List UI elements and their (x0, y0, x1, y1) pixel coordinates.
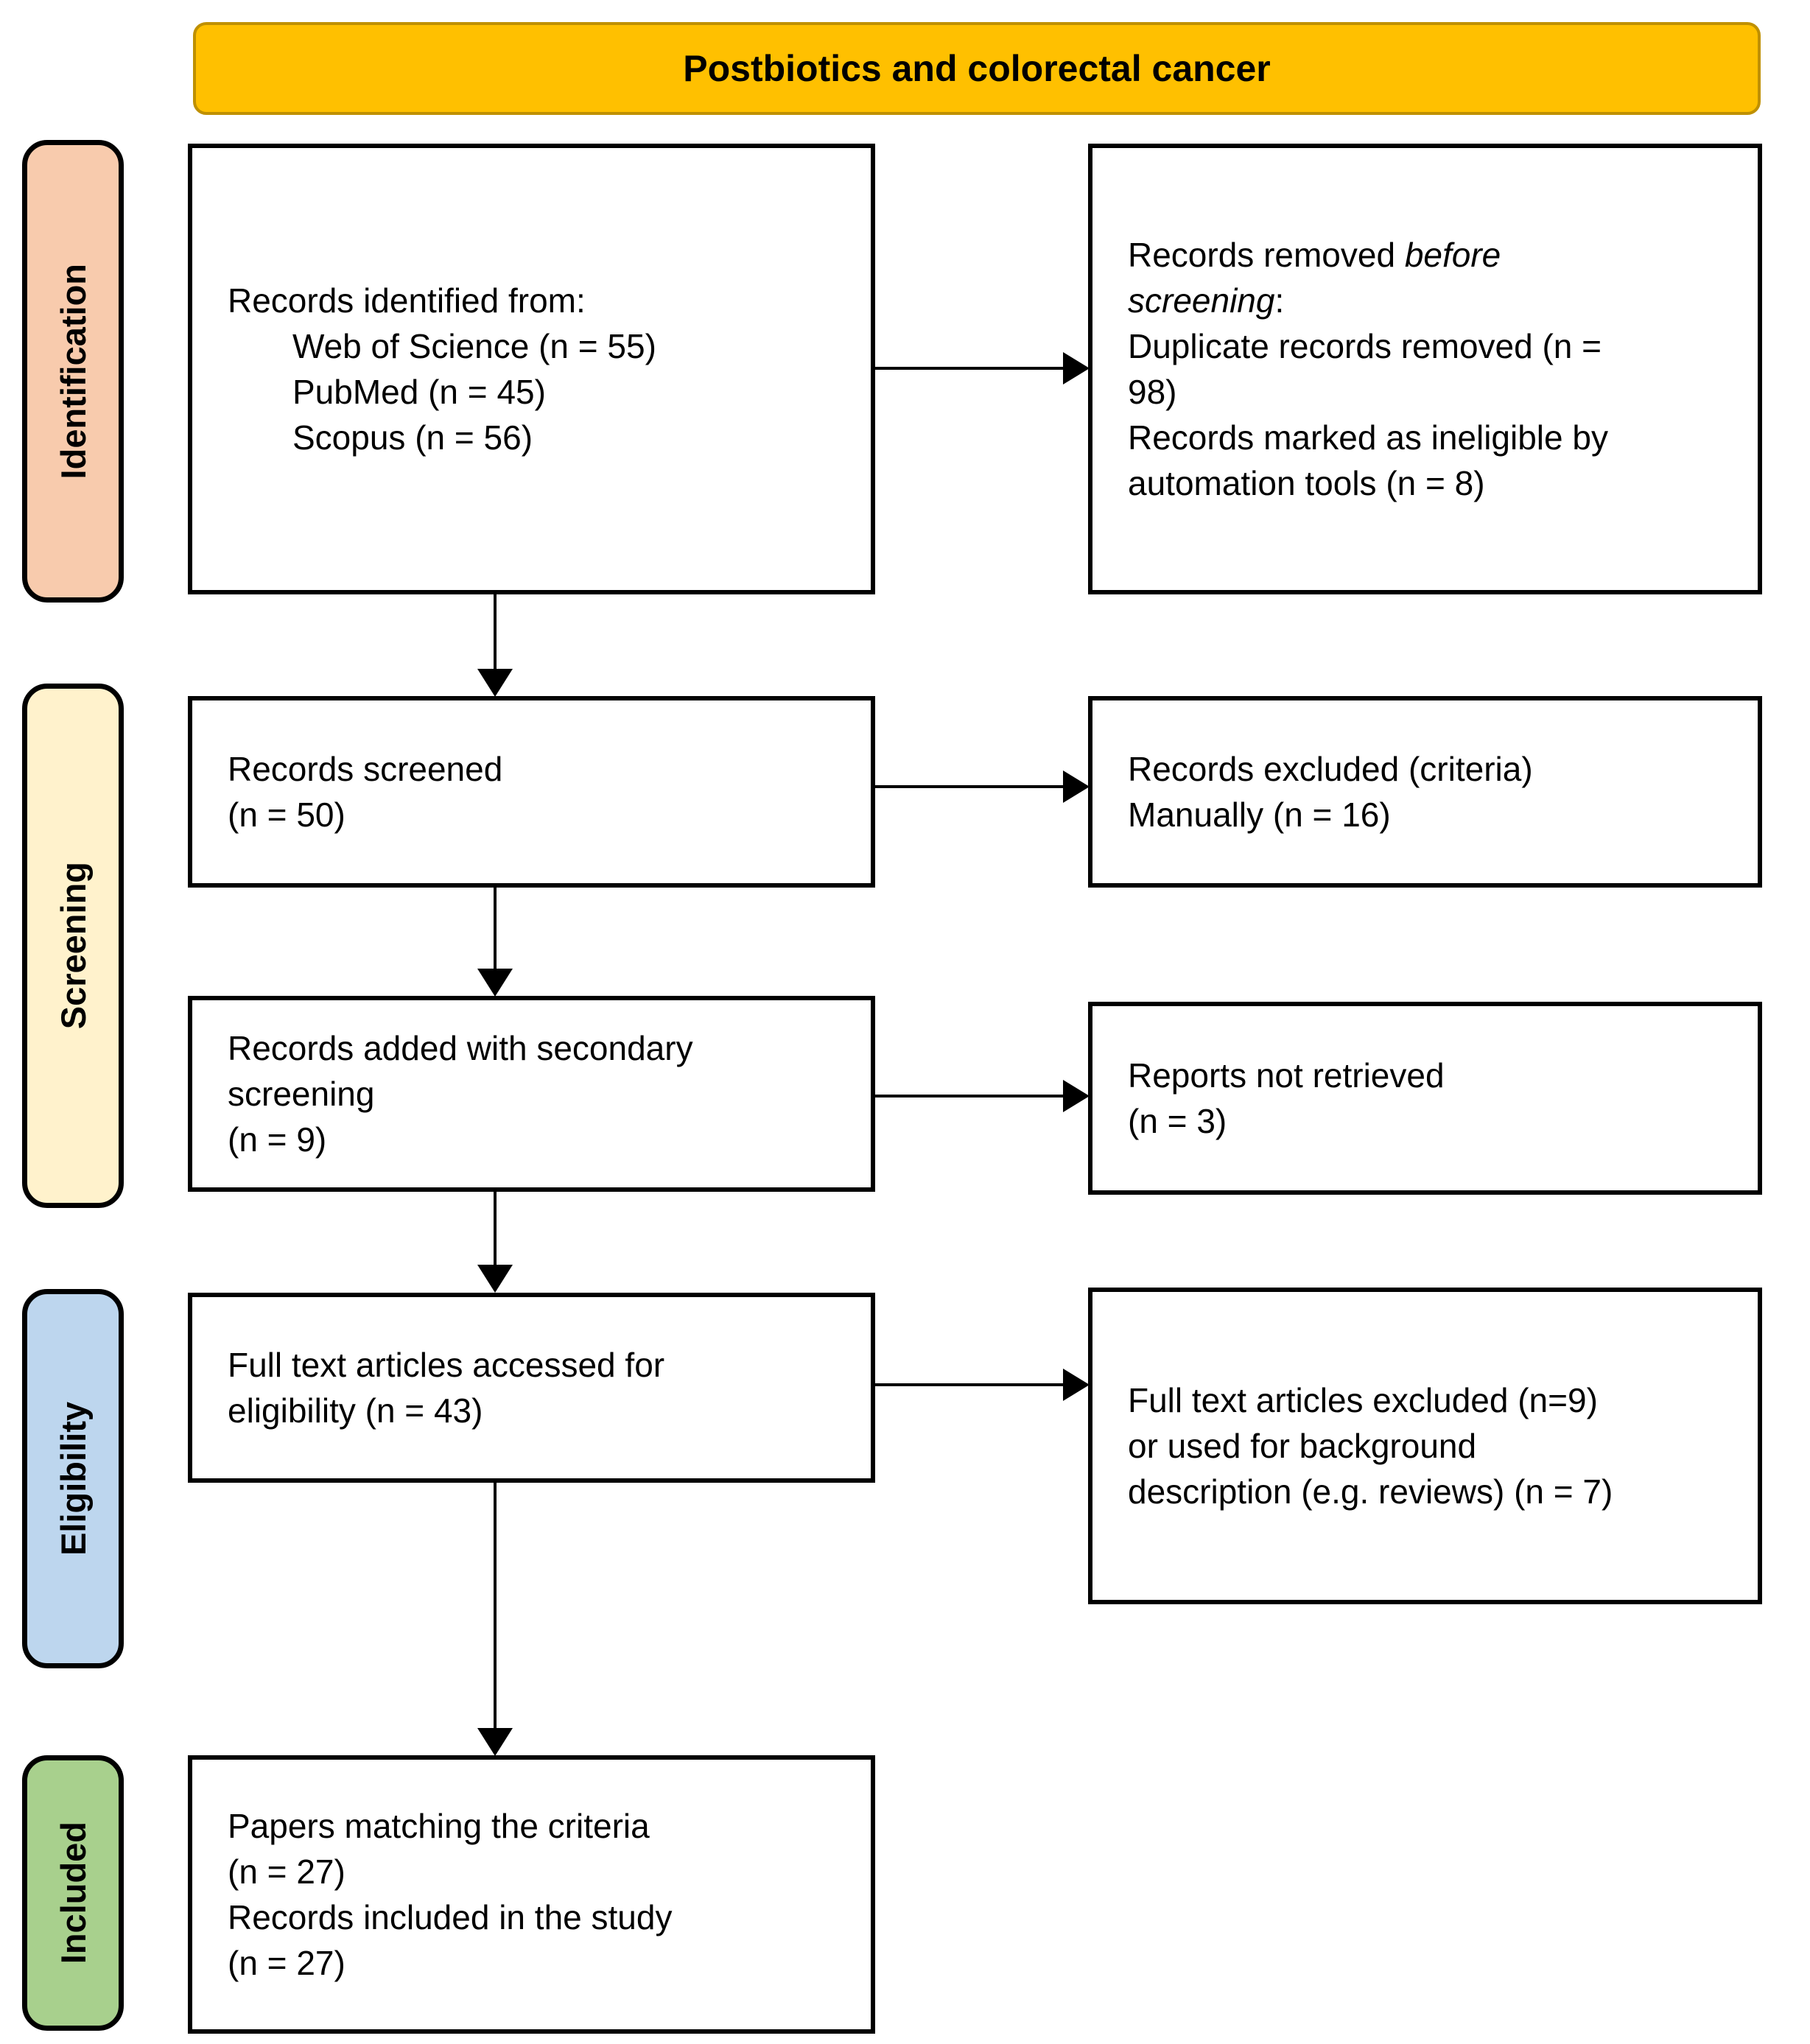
arrow-fulltext-to-included-line (494, 1483, 497, 1729)
records-identified-intro: Records identified from: (228, 281, 586, 320)
stage-screening: Screening (22, 684, 124, 1208)
box-records-identified: Records identified from: Web of Science … (188, 144, 875, 594)
records-removed-italic: before screening (1128, 235, 1501, 320)
arrow-screened-to-secondary-line (494, 888, 497, 970)
arrow-fulltext-to-excluded-line (874, 1383, 1064, 1386)
records-excluded-text: Records excluded (criteria) (1128, 749, 1533, 788)
box-records-excluded: Records excluded (criteria) Manually (n … (1088, 696, 1762, 888)
box-records-screened: Records screened (n = 50) (188, 696, 875, 888)
stage-included: Included (22, 1755, 124, 2031)
stage-eligibility: Eligibility (22, 1289, 124, 1668)
records-included-count: (n = 27) (228, 1944, 345, 1983)
secondary-screening-text: Records added with secondary screening (228, 1028, 693, 1113)
arrow-identified-to-removed-line (874, 367, 1064, 370)
reports-not-retrieved-text: Reports not retrieved (1128, 1056, 1445, 1095)
arrow-fulltext-to-excluded-head (1063, 1369, 1090, 1401)
arrow-secondary-to-fulltext-line (494, 1192, 497, 1265)
arrow-identified-to-screened-head (477, 669, 513, 697)
arrow-identified-to-removed-head (1063, 352, 1090, 384)
source-web-of-science: Web of Science (n = 55) (292, 326, 656, 365)
records-excluded-count: Manually (n = 16) (1128, 796, 1391, 834)
records-screened-text: Records screened (228, 749, 503, 788)
arrow-screened-to-secondary-head (477, 969, 513, 997)
stage-screening-label: Screening (53, 862, 93, 1030)
arrow-identified-to-screened-line (494, 594, 497, 670)
records-included-text: Records included in the study (228, 1898, 673, 1936)
box-secondary-screening: Records added with secondary screening (… (188, 996, 875, 1192)
records-removed-suffix: : (1274, 281, 1285, 320)
papers-matching-text: Papers matching the criteria (228, 1806, 650, 1845)
arrow-screened-to-excluded-line (874, 785, 1064, 788)
full-text-assessed-text: Full text articles accessed for eligibil… (228, 1345, 665, 1430)
stage-identification: Identification (22, 140, 124, 603)
secondary-screening-count: (n = 9) (228, 1120, 327, 1159)
stage-identification-label: Identification (53, 263, 93, 480)
arrow-secondary-to-notretrieved-line (874, 1095, 1064, 1097)
title-banner: Postbiotics and colorectal cancer (193, 22, 1761, 115)
stage-eligibility-label: Eligibility (53, 1402, 93, 1556)
arrow-secondary-to-notretrieved-head (1063, 1080, 1090, 1112)
source-scopus: Scopus (n = 56) (292, 418, 533, 457)
records-removed-heading: Records removed before screening: (1128, 232, 1636, 323)
arrow-secondary-to-fulltext-head (477, 1265, 513, 1293)
stage-included-label: Included (53, 1822, 93, 1964)
box-included-records: Papers matching the criteria (n = 27) Re… (188, 1755, 875, 2034)
reports-not-retrieved-count: (n = 3) (1128, 1102, 1227, 1140)
box-full-text-assessed: Full text articles accessed for eligibil… (188, 1293, 875, 1483)
arrow-fulltext-to-included-head (477, 1728, 513, 1756)
records-screened-count: (n = 50) (228, 796, 345, 834)
records-removed-prefix: Records removed (1128, 235, 1405, 274)
full-text-excluded-text: Full text articles excluded (n=9) or use… (1128, 1380, 1613, 1511)
diagram-title: Postbiotics and colorectal cancer (683, 48, 1271, 89)
duplicates-removed: Duplicate records removed (n = 98) (1128, 326, 1602, 411)
box-reports-not-retrieved: Reports not retrieved (n = 3) (1088, 1002, 1762, 1195)
ineligible-by-automation: Records marked as ineligible by automati… (1128, 418, 1608, 503)
arrow-screened-to-excluded-head (1063, 770, 1090, 803)
source-pubmed: PubMed (n = 45) (292, 373, 546, 411)
papers-matching-count: (n = 27) (228, 1852, 345, 1891)
box-full-text-excluded: Full text articles excluded (n=9) or use… (1088, 1288, 1762, 1604)
box-records-removed: Records removed before screening: Duplic… (1088, 144, 1762, 594)
